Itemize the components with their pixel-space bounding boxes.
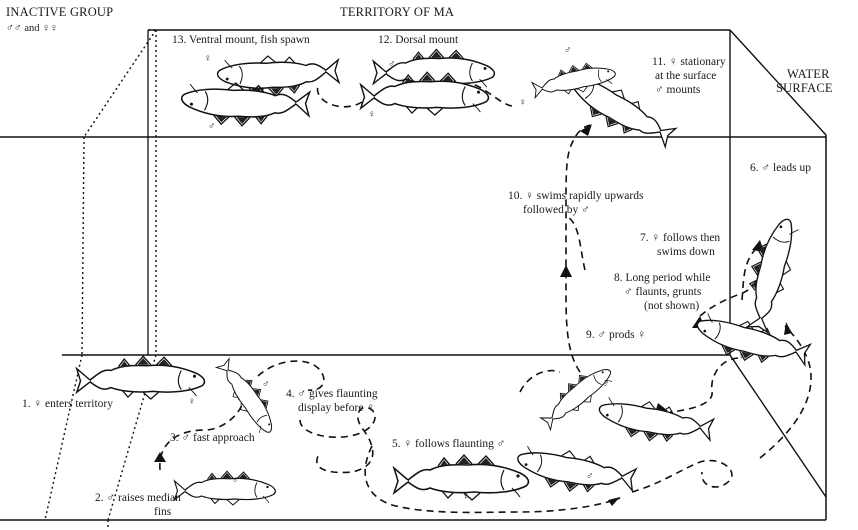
male-mark-step5: ♂ [586, 470, 594, 483]
step-2-label-line1: 2. ♂ raises median [95, 492, 181, 505]
step-8-label-line1: 8. Long period while [614, 272, 710, 285]
fish-step9-a [535, 358, 617, 433]
step-2-label-line2: fins [154, 506, 171, 519]
step-3-label: 3. ♂ fast approach [170, 432, 255, 445]
step-11-label-line1: 11. ♀ stationary [652, 56, 726, 69]
male-mark-step11: ♂ [564, 44, 572, 57]
step-7-label-line2: swims down [657, 246, 715, 259]
step-10-label-line2: followed by ♂ [523, 204, 590, 217]
step-6-label: 6. ♂ leads up [750, 162, 811, 175]
fish-step5-male [514, 442, 637, 502]
step-7-label-line1: 7. ♀ follows then [640, 232, 720, 245]
step-9-label: 9. ♂ prods ♀ [586, 329, 646, 342]
step-11-label-line2: at the surface [655, 70, 716, 83]
step-4-label-line1: 4. ♂ gives flaunting [286, 388, 378, 401]
inactive-group-boundary [45, 30, 156, 528]
inactive-group-title: INACTIVE GROUP [6, 6, 113, 19]
female-mark-step8: ♀ [738, 350, 746, 363]
fish-step2 [175, 471, 276, 505]
step-12-label: 12. Dorsal mount [378, 34, 458, 47]
water-surface-label-2: SURFACE [776, 82, 833, 95]
step-8-label-line3: (not shown) [644, 300, 699, 313]
inactive-group-subtitle: ♂♂ and ♀♀ [6, 22, 58, 35]
female-mark-step1: ♀ [188, 395, 196, 408]
fish-step8 [692, 309, 812, 376]
step-11-label-line3: ♂ mounts [655, 84, 700, 97]
step-10-label-line1: 10. ♀ swims rapidly upwards [508, 190, 643, 203]
fish-step6 [736, 214, 803, 334]
step-5-label: 5. ♀ follows flaunting ♂ [392, 438, 505, 451]
step-1-label: 1. ♀ enters territory [22, 398, 113, 411]
step-13-label: 13. Ventral mount, fish spawn [172, 34, 310, 47]
step-4-label-line2: display before ♀ [298, 402, 375, 415]
territory-title: TERRITORY OF MA [340, 6, 454, 19]
fish-step9-b [595, 393, 714, 451]
male-mark-step13: ♂ [208, 120, 216, 133]
fish-step1 [77, 356, 205, 399]
male-mark-step9: ♂ [602, 378, 610, 391]
female-mark-step5: ♀ [462, 490, 470, 503]
step-8-label-line2: ♂ flaunts, grunts [624, 286, 701, 299]
female-mark-step12: ♀ [368, 108, 376, 121]
male-mark-step3: ♂ [262, 378, 270, 391]
female-mark-step13: ♀ [204, 52, 212, 65]
water-surface-label-1: WATER [787, 68, 830, 81]
male-mark-step2: ♂ [232, 474, 240, 487]
male-mark-step12: ♂ [388, 58, 396, 71]
female-mark-step11: ♀ [519, 96, 527, 109]
